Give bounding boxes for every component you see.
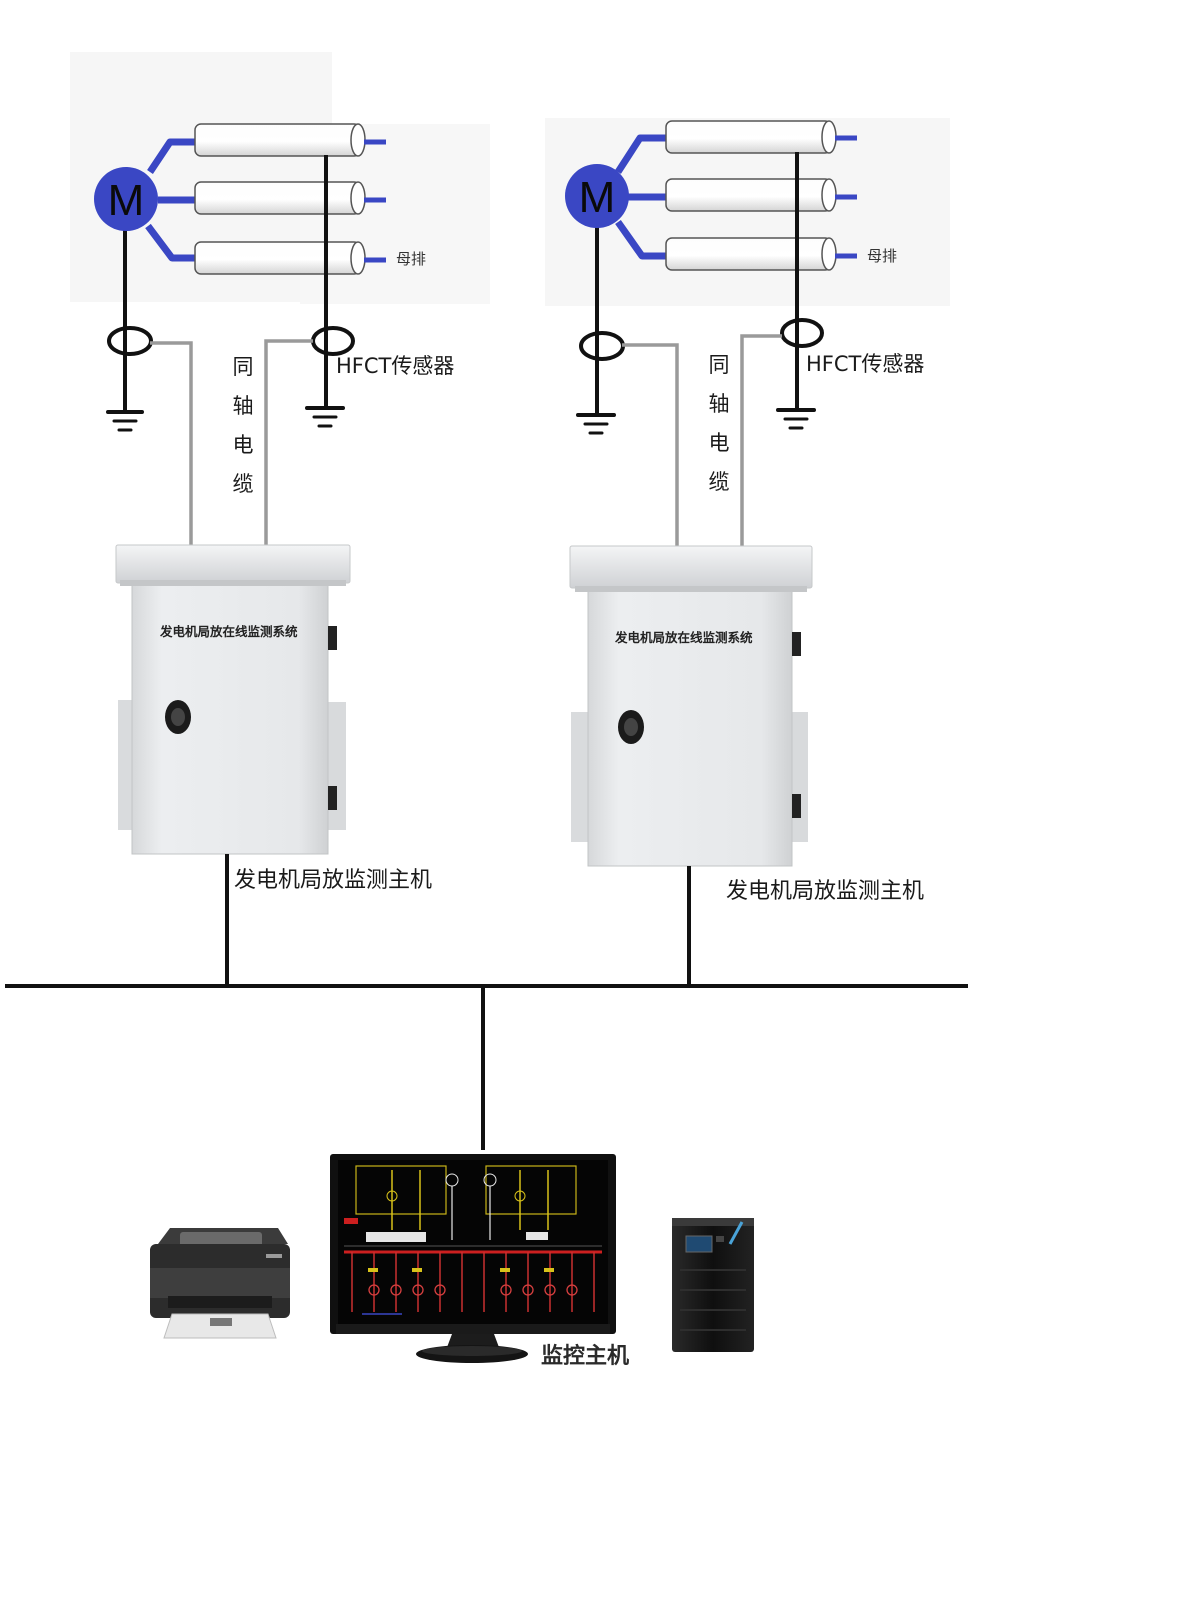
network	[5, 854, 968, 1150]
hfct-sensor-icon	[579, 331, 625, 361]
coax-label-char: 轴	[232, 394, 254, 418]
cabinet-title: 发电机局放在线监测系统	[160, 624, 298, 639]
hfct-sensor-icon	[107, 326, 153, 356]
coax-label-char: 缆	[232, 472, 254, 496]
motor-lead-top	[147, 138, 198, 174]
motor-lead-bottom	[145, 223, 198, 262]
host-label: 发电机局放监测主机	[726, 879, 925, 904]
ground-icon	[106, 410, 144, 432]
coax-cable-label: 同 轴 电 缆	[706, 346, 732, 502]
ups-icon	[672, 1218, 754, 1352]
cabinet-title: 发电机局放在线监测系统	[615, 630, 753, 645]
monitor-icon	[330, 1154, 616, 1363]
monitor-screen-diagram	[344, 1165, 602, 1315]
busbar-label: 母排	[867, 247, 898, 265]
coax-cable-label: 同 轴 电 缆	[230, 348, 256, 504]
motor-lead-top	[615, 134, 668, 174]
coax-label-char: 同	[232, 355, 254, 379]
printer-icon	[150, 1228, 290, 1339]
coax-label-char: 电	[708, 431, 730, 455]
host-label: 发电机局放监测主机	[234, 868, 433, 893]
cable-tube	[194, 123, 366, 157]
coax-label-char: 轴	[708, 392, 730, 416]
cabinet-icon	[569, 545, 813, 867]
busbar-label: 母排	[396, 250, 427, 268]
cable-tube	[194, 181, 366, 215]
motor-icon: M	[565, 164, 629, 228]
coax-label-char: 缆	[708, 470, 730, 494]
hfct-sensor-icon	[780, 318, 824, 348]
cable-tube	[194, 241, 366, 275]
motor-icon: M	[94, 167, 158, 231]
coax-cable	[622, 343, 679, 546]
ground-icon	[576, 413, 616, 435]
cable-tube	[665, 237, 837, 271]
monitoring-host-label: 监控主机	[541, 1344, 630, 1369]
coax-label-char: 同	[708, 353, 730, 377]
unit-1: M	[94, 123, 386, 855]
hfct-sensor-label: HFCT传感器	[806, 352, 925, 376]
motor-letter: M	[579, 173, 616, 222]
ground-icon	[305, 406, 345, 428]
cable-tube	[665, 178, 837, 212]
cable-tube	[665, 120, 837, 154]
hfct-sensor-label: HFCT传感器	[336, 354, 455, 378]
motor-letter: M	[108, 176, 145, 225]
coax-cable	[150, 341, 193, 545]
coax-cable	[264, 339, 313, 545]
coax-cable	[740, 334, 782, 546]
coax-label-char: 电	[232, 433, 254, 457]
ground-icon	[776, 408, 816, 430]
cabinet-icon	[115, 544, 351, 855]
motor-lead-bottom	[615, 219, 668, 260]
